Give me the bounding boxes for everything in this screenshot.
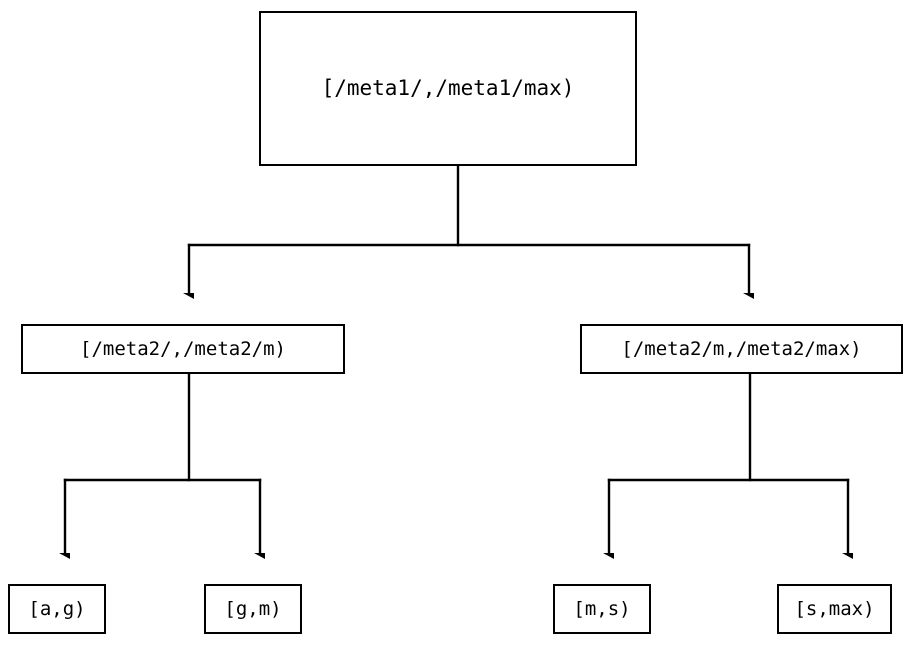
- tree-node-leaf-3-label: [m,s): [573, 597, 631, 620]
- tree-node-leaf-2-label: [g,m): [224, 597, 282, 620]
- tree-node-root[interactable]: [/meta1/,/meta1/max): [259, 11, 637, 166]
- tree-node-leaf-2[interactable]: [g,m): [204, 584, 302, 634]
- tree-node-leaf-4[interactable]: [s,max): [777, 584, 892, 634]
- tree-node-leaf-1-label: [a,g): [28, 597, 86, 620]
- tree-node-mid-left-label: [/meta2/,/meta2/m): [80, 337, 286, 360]
- tree-node-leaf-3[interactable]: [m,s): [553, 584, 651, 634]
- tree-node-leaf-1[interactable]: [a,g): [8, 584, 106, 634]
- tree-node-root-label: [/meta1/,/meta1/max): [321, 76, 575, 100]
- tree-node-leaf-4-label: [s,max): [794, 597, 875, 620]
- tree-node-mid-left[interactable]: [/meta2/,/meta2/m): [21, 324, 345, 374]
- tree-node-mid-right[interactable]: [/meta2/m,/meta2/max): [580, 324, 903, 374]
- tree-node-mid-right-label: [/meta2/m,/meta2/max): [621, 337, 862, 360]
